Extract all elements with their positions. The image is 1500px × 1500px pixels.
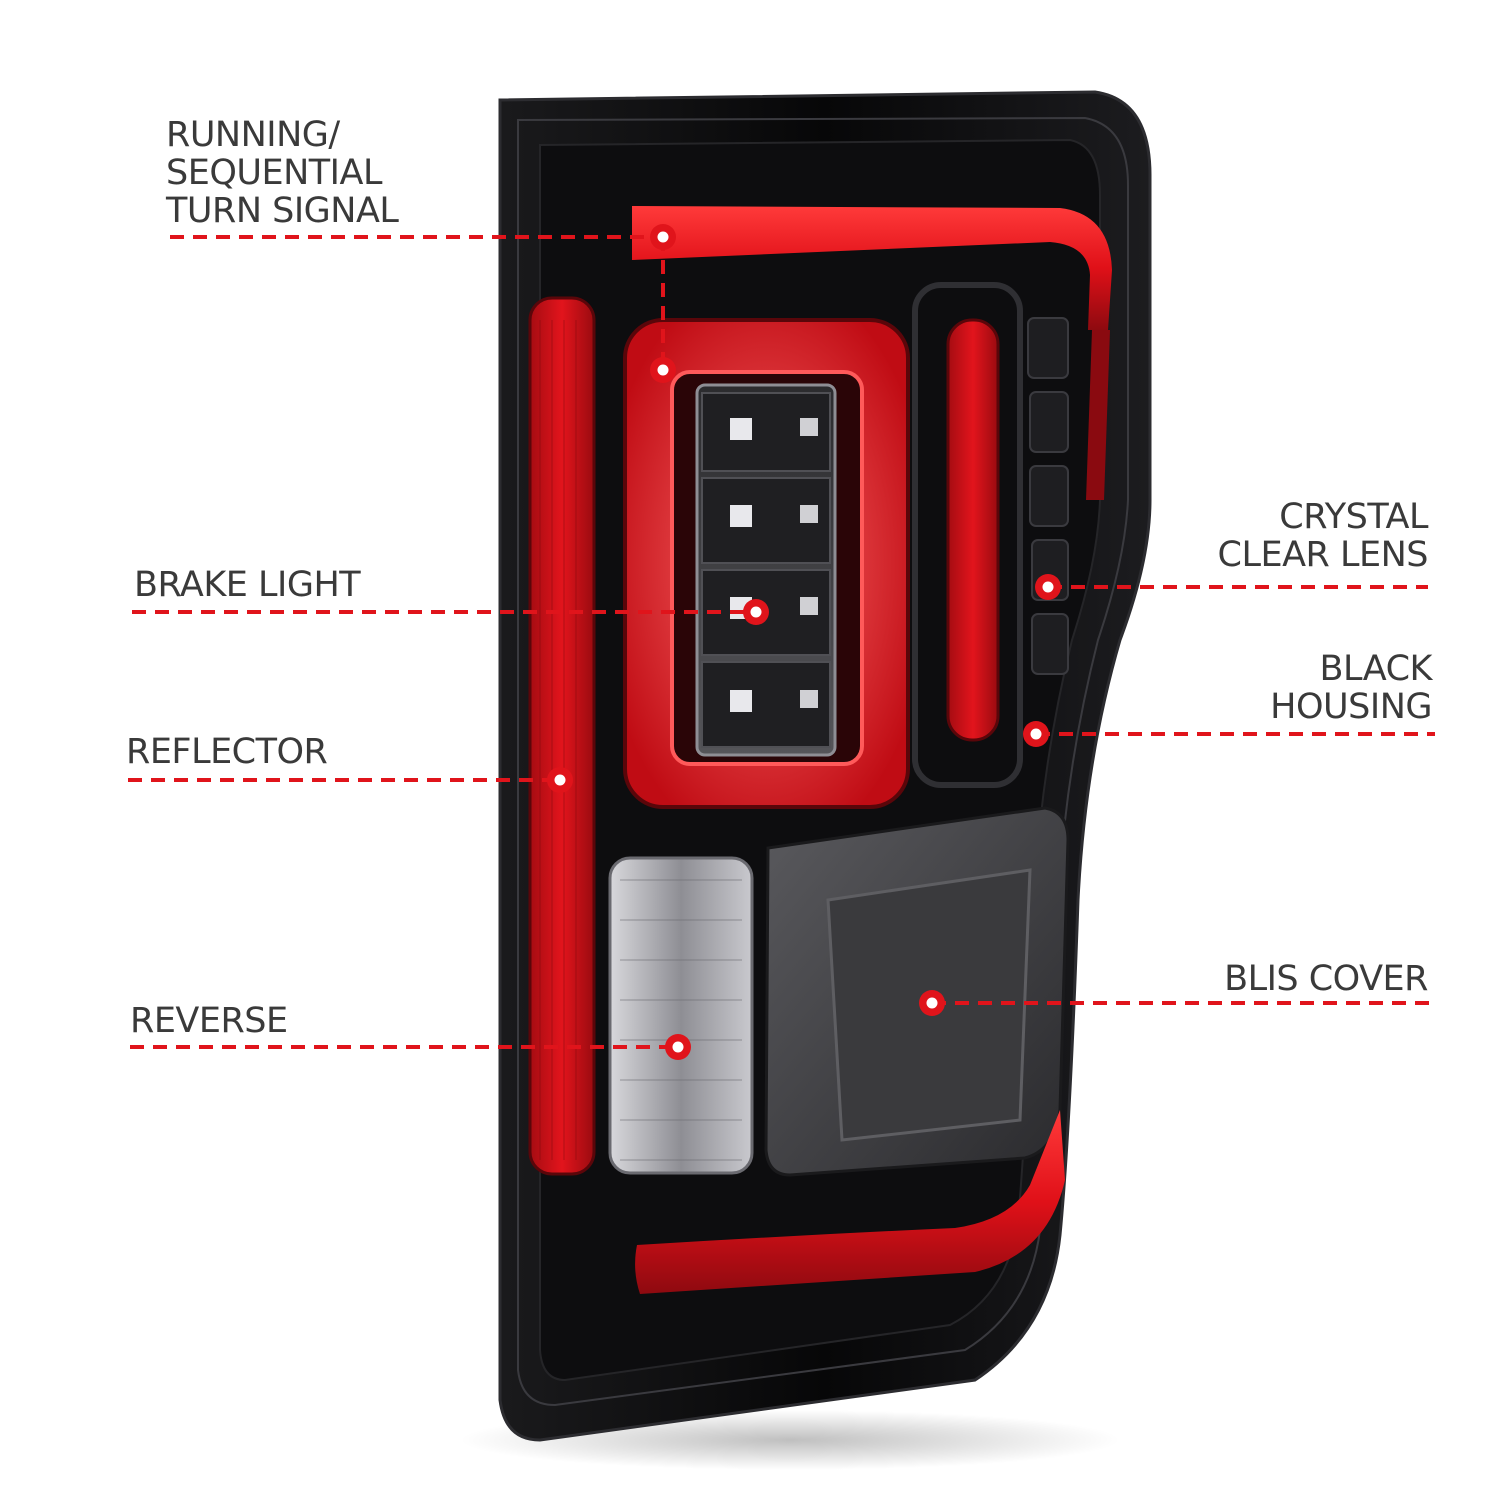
running-sequential-turn-signal-secondary-marker-center	[657, 364, 669, 376]
label-brake-light: BRAKE LIGHT	[134, 565, 361, 605]
reflector-marker-center	[554, 774, 566, 786]
label-running-sequential-turn-signal: RUNNING/ SEQUENTIAL TURN SIGNAL	[166, 115, 399, 231]
reflector-strip	[528, 296, 596, 1176]
reverse-marker-center	[672, 1041, 684, 1053]
bottom-light-bar	[635, 1110, 1065, 1294]
crystal-clear-lens-marker-center	[1042, 581, 1054, 593]
side-light-strip-upper	[1086, 330, 1110, 500]
label-blis-cover: BLIS COVER	[1224, 959, 1428, 999]
side-marker-red	[946, 318, 1000, 742]
running-sequential-turn-signal-marker-center	[657, 231, 669, 243]
side-marker-frame	[912, 282, 1023, 788]
black-housing-marker-center	[1030, 728, 1042, 740]
label-reverse: REVERSE	[130, 1001, 288, 1041]
reflector-texture	[539, 320, 577, 1160]
blis-cover-marker-center	[926, 997, 938, 1009]
crystal-clear-lens-detail	[1027, 317, 1069, 675]
sequential-turn-signal-bar	[632, 206, 1112, 330]
label-black-housing: BLACK HOUSING	[1270, 649, 1432, 727]
reverse-lens	[608, 856, 754, 1175]
label-crystal-clear-lens: CRYSTAL CLEAR LENS	[1217, 497, 1429, 575]
brake-light-marker-center	[750, 606, 762, 618]
label-reflector: REFLECTOR	[126, 732, 328, 772]
